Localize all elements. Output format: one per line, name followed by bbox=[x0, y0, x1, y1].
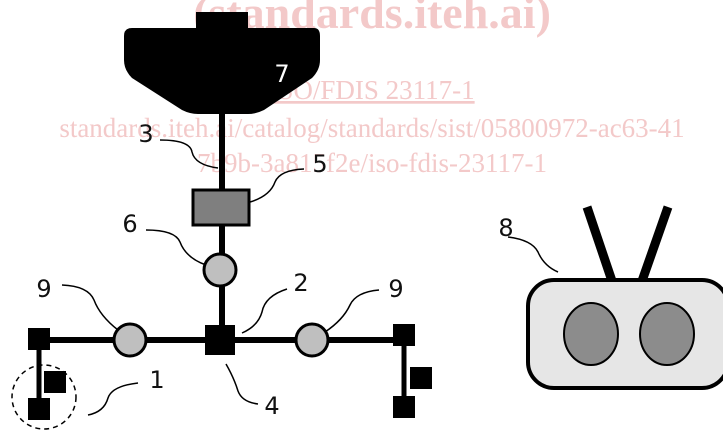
nozzle-right-side bbox=[410, 367, 432, 389]
hopper bbox=[124, 12, 320, 114]
leader-3 bbox=[159, 139, 219, 169]
nozzle-assembly-right bbox=[393, 324, 432, 418]
hopper-cap bbox=[196, 12, 248, 32]
label-4: 4 bbox=[264, 392, 279, 420]
nozzle-right-top bbox=[393, 324, 415, 346]
nozzle-left-side bbox=[44, 371, 66, 393]
label-5: 5 bbox=[312, 150, 327, 178]
controller-antenna-right bbox=[637, 205, 673, 283]
nozzle-right-bottom bbox=[393, 396, 415, 418]
controller-knob-right bbox=[639, 302, 695, 366]
nozzle-left-bottom bbox=[28, 398, 50, 420]
valve-ball-right bbox=[294, 322, 330, 358]
watermark-line-4: 7b9b-3a815f2e/iso-fdis-23117-1 bbox=[197, 148, 547, 178]
label-9-left: 9 bbox=[36, 275, 51, 303]
leader-6 bbox=[145, 229, 207, 266]
label-3: 3 bbox=[138, 120, 153, 148]
label-6: 6 bbox=[122, 210, 137, 238]
label-7: 7 bbox=[274, 60, 289, 88]
controller-antenna-left bbox=[582, 205, 617, 283]
leader-5 bbox=[249, 168, 305, 203]
leader-8 bbox=[507, 236, 559, 273]
leader-4 bbox=[225, 363, 259, 405]
nozzle-left-top bbox=[28, 328, 50, 350]
leader-9-left bbox=[61, 284, 119, 331]
leader-1 bbox=[87, 382, 139, 416]
watermark: (standards.iteh.ai) ISO/FDIS 23117-1 sta… bbox=[59, 0, 684, 178]
label-2: 2 bbox=[293, 269, 308, 297]
label-1: 1 bbox=[149, 366, 164, 394]
leader-lines bbox=[61, 139, 559, 416]
label-9-right: 9 bbox=[388, 275, 403, 303]
detail-circle bbox=[11, 364, 77, 430]
leader-9-right bbox=[324, 289, 380, 333]
metering-block bbox=[191, 188, 251, 227]
valve-ball-left bbox=[112, 322, 148, 358]
controller-unit bbox=[526, 205, 723, 390]
watermark-line-3: standards.iteh.ai/catalog/standards/sist… bbox=[59, 113, 684, 143]
controller-knob-left bbox=[563, 302, 619, 366]
nozzle-assembly-left bbox=[11, 328, 77, 430]
hopper-body bbox=[124, 28, 320, 114]
leader-2 bbox=[241, 288, 288, 334]
junction-block bbox=[205, 325, 235, 355]
callout-labels: 7 3 5 6 9 2 9 1 4 8 bbox=[36, 60, 513, 420]
valve-ball-center bbox=[202, 252, 238, 288]
label-8: 8 bbox=[498, 214, 513, 242]
